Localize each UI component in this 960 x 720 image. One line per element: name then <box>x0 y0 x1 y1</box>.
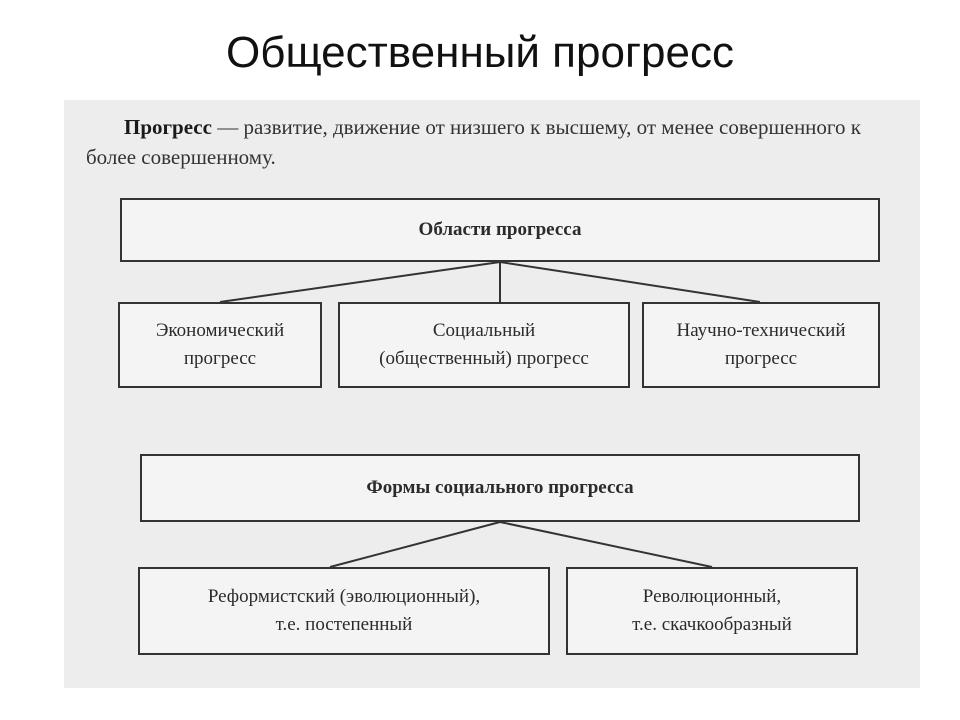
area-scientific-line2: прогресс <box>724 348 798 369</box>
forms-header-box: Формы социального прогресса <box>140 454 860 522</box>
area-economic-line1: Экономический <box>155 320 285 341</box>
form-box-revolutionary: Революционный, т.е. скачкообразный <box>566 567 858 655</box>
connector-forms-revolutionary <box>499 521 713 568</box>
areas-header-label: Области прогресса <box>418 219 582 240</box>
connector-areas-scientific <box>499 261 761 303</box>
form-reformist-line2: т.е. постепенный <box>275 614 413 635</box>
area-social-line1: Социальный <box>432 320 536 341</box>
form-box-reformist: Реформистский (эволюционный), т.е. посте… <box>138 567 550 655</box>
form-revolutionary-line1: Революционный, <box>642 586 782 607</box>
progress-definition: Прогресс — развитие, движение от низшего… <box>86 112 906 172</box>
areas-header-box: Области прогресса <box>120 198 880 262</box>
area-scientific-line1: Научно-технический <box>676 320 846 341</box>
area-economic-line2: прогресс <box>183 348 257 369</box>
definition-text: — развитие, движение от низшего к высшем… <box>86 115 861 169</box>
connector-areas-economic <box>219 261 501 303</box>
area-social-line2: (общественный) прогресс <box>379 348 589 369</box>
area-box-social: Социальный (общественный) прогресс <box>338 302 630 388</box>
form-reformist-line1: Реформистский (эволюционный), <box>207 586 481 607</box>
area-box-scientific: Научно-технический прогресс <box>642 302 880 388</box>
slide-title: Общественный прогресс <box>226 28 734 77</box>
forms-header-label: Формы социального прогресса <box>366 477 634 498</box>
form-revolutionary-line2: т.е. скачкообразный <box>632 614 792 635</box>
connector-forms-reformist <box>329 521 501 568</box>
definition-term: Прогресс <box>124 115 212 139</box>
area-box-economic: Экономический прогресс <box>118 302 322 388</box>
